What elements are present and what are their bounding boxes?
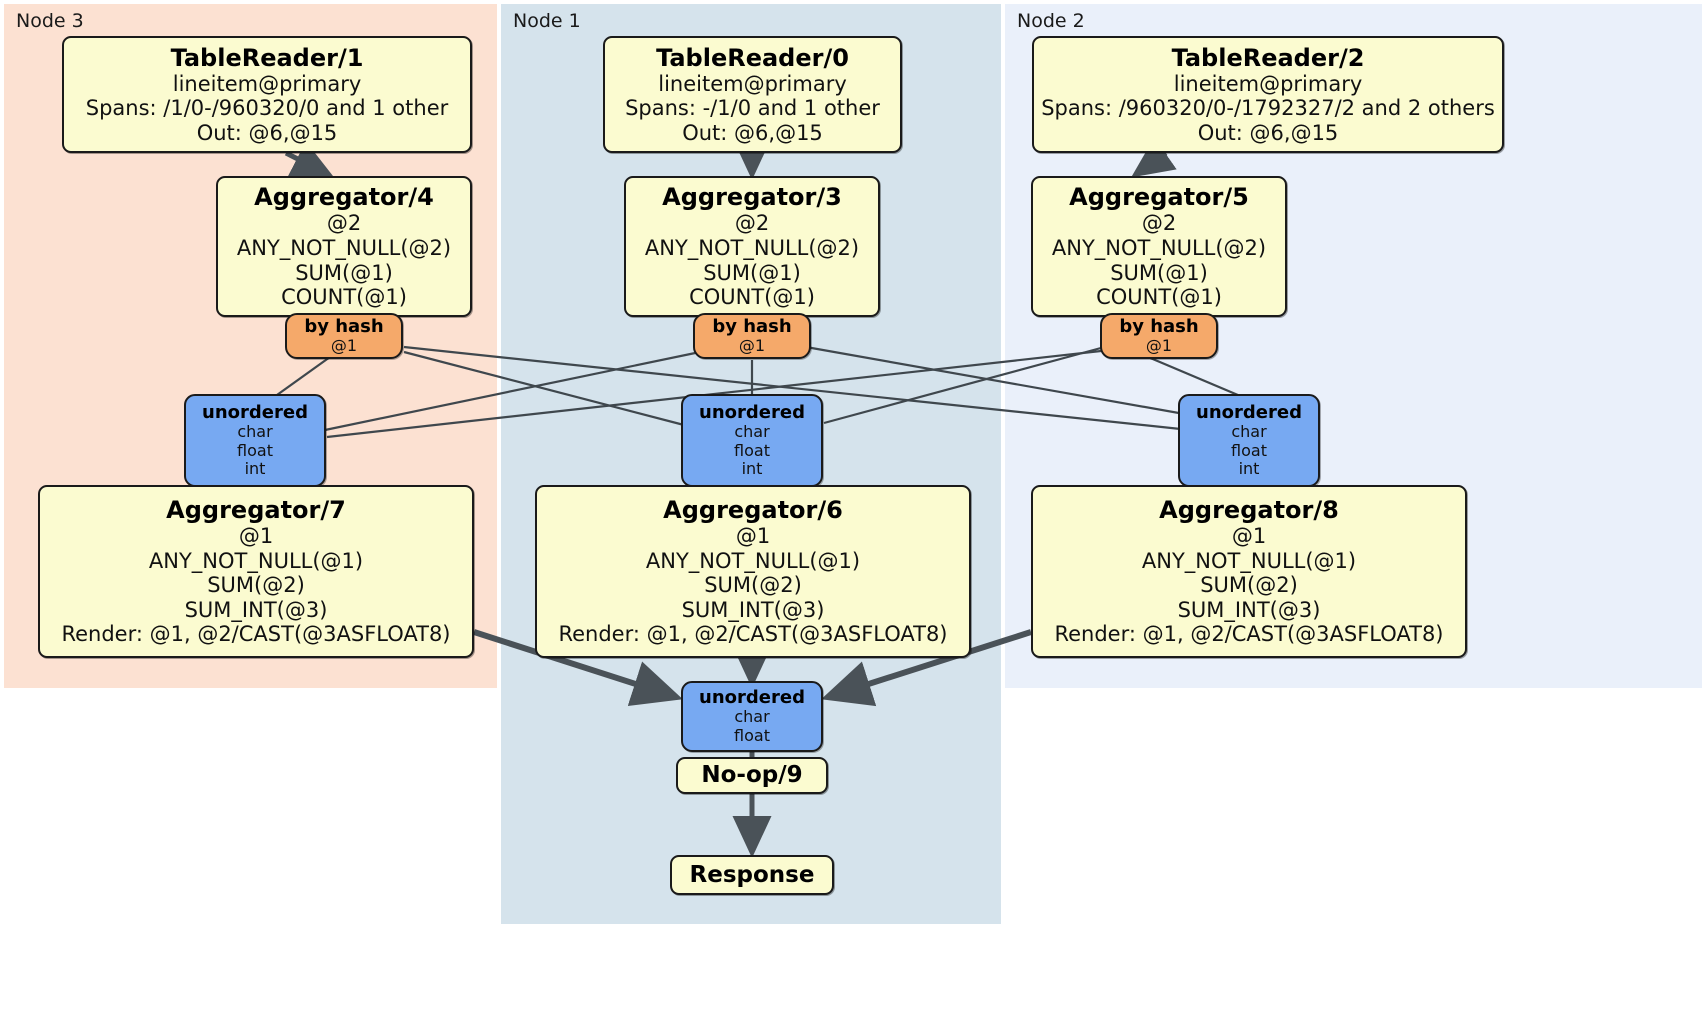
node-agg-3: COUNT(@1) [689,285,815,310]
node-agg-2: SUM(@1) [295,260,393,285]
router-title: by hash [304,316,384,338]
node-title: TableReader/0 [656,43,849,72]
table-reader-1[interactable]: TableReader/1 lineitem@primary Spans: /1… [62,36,472,153]
aggregator-3[interactable]: Aggregator/3 @2 ANY_NOT_NULL(@2) SUM(@1)… [624,176,880,317]
node-agg-3: COUNT(@1) [281,285,407,310]
sync-router-node1[interactable]: unordered char float int [681,394,823,487]
node-render: Render: @1, @2/CAST(@3ASFLOAT8) [61,622,451,647]
router-title: unordered [699,687,805,709]
router-title: by hash [712,316,792,338]
node-spans: Spans: /1/0-/960320/0 and 1 other [85,96,449,121]
node-agg-1: ANY_NOT_NULL(@1) [148,548,364,573]
node-title: TableReader/2 [1171,43,1365,72]
node-title: Aggregator/8 [1159,496,1339,525]
node-agg-3: SUM_INT(@3) [184,597,328,622]
node-group: @2 [1141,211,1177,236]
router-title: unordered [202,401,308,423]
node-spans: Spans: -/1/0 and 1 other [625,96,880,121]
hash-router-node1[interactable]: by hash @1 [693,313,811,359]
hash-router-node2[interactable]: by hash @1 [1100,313,1218,359]
node-group: @2 [326,211,362,236]
node-agg-2: SUM(@2) [704,573,802,598]
node-title: No-op/9 [701,762,803,789]
router-type-2: float [1231,440,1267,460]
aggregator-4[interactable]: Aggregator/4 @2 ANY_NOT_NULL(@2) SUM(@1)… [216,176,472,317]
response-node[interactable]: Response [670,855,834,895]
node-out: Out: @6,@15 [196,120,338,145]
node-render: Render: @1, @2/CAST(@3ASFLOAT8) [558,622,948,647]
node-agg-2: SUM(@2) [1200,573,1298,598]
aggregator-5[interactable]: Aggregator/5 @2 ANY_NOT_NULL(@2) SUM(@1)… [1031,176,1287,317]
node-title: Aggregator/6 [663,496,843,525]
node-agg-1: ANY_NOT_NULL(@1) [1141,548,1357,573]
node-spans: Spans: /960320/0-/1792327/2 and 2 others [1041,96,1495,121]
node-agg-2: SUM(@1) [703,260,801,285]
router-type-2: float [734,726,770,746]
router-title: unordered [699,401,805,423]
sync-router-node3[interactable]: unordered char float int [184,394,326,487]
table-reader-0[interactable]: TableReader/0 lineitem@primary Spans: -/… [603,36,902,153]
aggregator-7[interactable]: Aggregator/7 @1 ANY_NOT_NULL(@1) SUM(@2)… [38,485,474,658]
no-op-9[interactable]: No-op/9 [676,757,828,794]
table-reader-2[interactable]: TableReader/2 lineitem@primary Spans: /9… [1032,36,1504,153]
node-group: @1 [1231,524,1267,549]
sync-router-node2[interactable]: unordered char float int [1178,394,1320,487]
node-table: lineitem@primary [1173,71,1363,96]
node-title: Aggregator/4 [254,183,434,212]
router-type-3: int [1238,459,1260,479]
router-type-3: int [244,459,266,479]
router-type-1: char [237,421,273,441]
node-agg-1: ANY_NOT_NULL(@2) [1051,235,1267,260]
router-type-2: float [237,440,273,460]
node-title: Aggregator/7 [166,496,346,525]
aggregator-6[interactable]: Aggregator/6 @1 ANY_NOT_NULL(@1) SUM(@2)… [535,485,971,658]
aggregator-8[interactable]: Aggregator/8 @1 ANY_NOT_NULL(@1) SUM(@2)… [1031,485,1467,658]
router-type-2: float [734,440,770,460]
node-out: Out: @6,@15 [682,120,823,145]
node-agg-1: ANY_NOT_NULL(@2) [236,235,452,260]
hash-router-node3[interactable]: by hash @1 [285,313,403,359]
node-agg-3: COUNT(@1) [1096,285,1222,310]
node-agg-3: SUM_INT(@3) [1177,597,1321,622]
node-panel-label: Node 2 [1017,10,1085,32]
node-agg-2: SUM(@2) [207,573,305,598]
node-table: lineitem@primary [658,71,847,96]
node-title: Aggregator/5 [1069,183,1249,212]
node-group: @1 [238,524,274,549]
node-agg-3: SUM_INT(@3) [681,597,825,622]
node-agg-1: ANY_NOT_NULL(@1) [645,548,861,573]
node-render: Render: @1, @2/CAST(@3ASFLOAT8) [1054,622,1444,647]
router-type-1: char [734,707,770,727]
node-title: Aggregator/3 [662,183,842,212]
node-title: TableReader/1 [170,43,364,72]
node-table: lineitem@primary [172,71,362,96]
node-panel-label: Node 1 [513,10,581,32]
router-type-1: char [734,421,770,441]
router-key: @1 [1145,336,1173,356]
node-group: @1 [735,524,771,549]
node-out: Out: @6,@15 [1197,120,1339,145]
node-agg-2: SUM(@1) [1110,260,1208,285]
router-title: by hash [1119,316,1199,338]
router-type-3: int [741,459,763,479]
node-title: Response [689,861,815,888]
node-agg-1: ANY_NOT_NULL(@2) [644,235,860,260]
router-key: @1 [738,336,766,356]
router-title: unordered [1196,401,1302,423]
node-panel-label: Node 3 [16,10,84,32]
final-sync-router[interactable]: unordered char float [681,681,823,752]
router-key: @1 [330,336,358,356]
router-type-1: char [1231,421,1267,441]
node-group: @2 [734,211,770,236]
